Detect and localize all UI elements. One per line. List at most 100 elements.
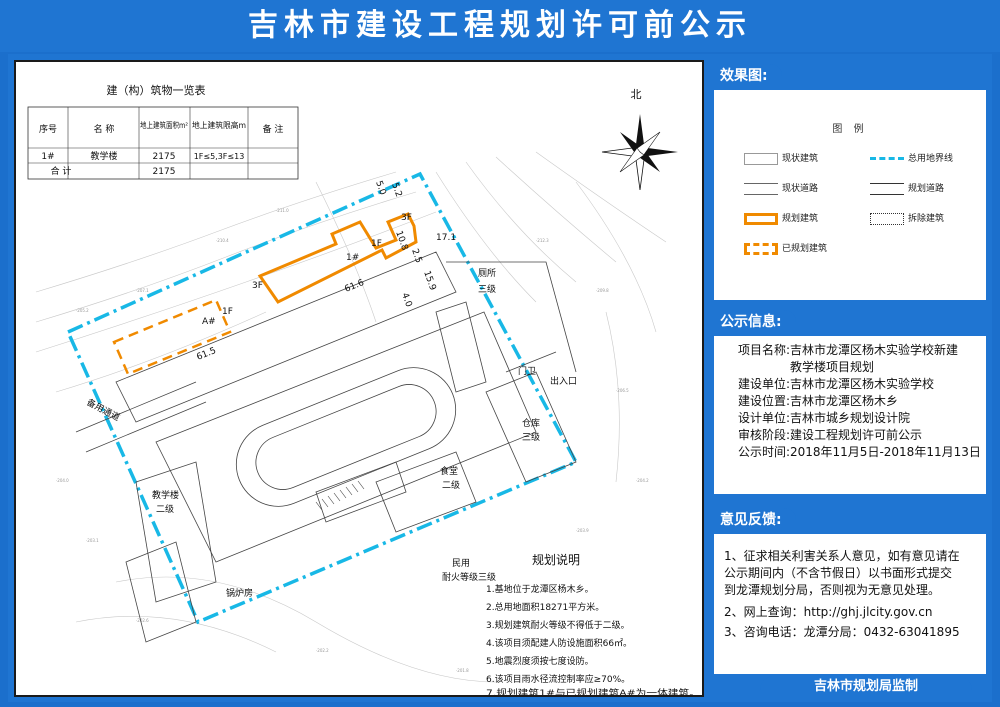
- plan-label-bldg-a: A#: [202, 317, 216, 327]
- plan-label-canteen: 食堂: [440, 465, 458, 477]
- plan-label-civil: 民用: [452, 558, 470, 569]
- legend-title: 图 例: [832, 124, 868, 135]
- approved-building-swatch: [744, 242, 778, 255]
- feedback-panel: 1、征求相关利害关系人意见，如有意见请在 公示期间内（不含节假日）以书面形式提交…: [712, 532, 988, 676]
- plan-label-toilet: 厕所: [478, 268, 496, 279]
- building-table: [27, 106, 299, 180]
- note-6: 6.该项目雨水径流控制率应≥70%。: [486, 673, 630, 685]
- table-header-height: 地上建筑限高m: [192, 120, 246, 130]
- plan-label-warehouse-grade: 三级: [522, 431, 540, 443]
- table-header-area: 地上建筑面积m²: [140, 120, 188, 130]
- table-caption: 建（构）筑物一览表: [107, 83, 206, 97]
- plan-dim-15-9: 15.9: [421, 270, 437, 293]
- svg-text:·202.6: ·202.6: [136, 618, 149, 623]
- info-row-builder: 建设单位:吉林市龙潭区杨木实验学校: [737, 377, 935, 391]
- plan-dim-17-1: 17.1: [436, 233, 456, 243]
- feedback-tab: 意见反馈:: [712, 508, 796, 532]
- north-label: 北: [631, 88, 642, 101]
- planned-building-swatch: [744, 212, 778, 225]
- table-total-label: 合 计: [51, 165, 72, 177]
- plan-label-canteen-grade: 二级: [442, 479, 460, 491]
- info-row-project-cont: 教学楼项目规划: [790, 360, 875, 374]
- table-total-area: 2175: [153, 167, 176, 177]
- svg-text:·203.1: ·203.1: [86, 538, 99, 543]
- svg-text:·204.0: ·204.0: [56, 478, 69, 483]
- planned-building-1: [257, 212, 418, 304]
- legend-existing-building: 现状建筑: [744, 150, 818, 168]
- plan-label-3f-b: 3F: [252, 281, 263, 291]
- svg-text:·204.2: ·204.2: [636, 478, 649, 483]
- plan-label-boiler: 锅炉房: [226, 587, 253, 599]
- plan-dim-5-0: 5.0: [373, 180, 387, 197]
- svg-text:·206.5: ·206.5: [616, 388, 629, 393]
- table-cell-height: 1F≤5,3F≤13: [194, 152, 245, 161]
- svg-text:·203.9: ·203.9: [576, 528, 589, 533]
- legend-planned-road: 规划道路: [870, 180, 944, 198]
- site-roads: [75, 251, 577, 643]
- legend-demolish: 拆除建筑: [870, 210, 944, 228]
- plan-label-1f-a: 1F: [371, 239, 382, 249]
- north-arrow-icon: [601, 114, 678, 191]
- plan-label-civil-grade: 耐火等级三级: [442, 571, 496, 583]
- feedback-line-2: 公示期间内（不含节假日）以书面形式提交: [724, 566, 953, 580]
- note-3: 3.规划建筑耐火等级不得低于二级。: [486, 619, 630, 631]
- effect-panel: 图 例 现状建筑 总用地界线 现状道路 规划道路 规划建筑 拆除建筑 已规划建筑: [712, 88, 988, 302]
- plan-label-guard: 门卫: [518, 365, 536, 377]
- legend-existing-road: 现状道路: [744, 180, 818, 198]
- effect-tab: 效果图:: [712, 64, 782, 88]
- approved-building-a: [112, 298, 232, 376]
- note-2: 2.总用地面积18271平方米。: [486, 601, 604, 613]
- plan-label-teaching-grade: 二级: [156, 503, 174, 515]
- svg-text:·202.2: ·202.2: [316, 648, 329, 653]
- info-row-stage: 审核阶段:建设工程规划许可前公示: [737, 428, 923, 442]
- info-row-designer: 设计单位:吉林市城乡规划设计院: [737, 411, 911, 425]
- info-row-project: 项目名称:吉林市龙潭区杨木实验学校新建: [737, 343, 959, 357]
- contour-lines: [35, 151, 667, 683]
- svg-text:·210.4: ·210.4: [216, 238, 229, 243]
- table-cell-area: 2175: [153, 152, 176, 162]
- existing-building-swatch: [744, 152, 778, 165]
- stair-hatch: [315, 480, 365, 511]
- feedback-line-3: 到龙潭规划分局，否则视为无意见处理。: [724, 583, 941, 597]
- site-boundary-swatch: [870, 157, 904, 160]
- feedback-line-4[interactable]: 2、网上查询：http://ghj.jlcity.gov.cn: [724, 605, 933, 619]
- plan-dim-4-0: 4.0: [399, 292, 413, 309]
- plan-label-bldg-1: 1#: [346, 253, 359, 263]
- note-5: 5.地震烈度须按七度设防。: [486, 655, 594, 667]
- svg-text:·205.2: ·205.2: [76, 308, 89, 313]
- plan-label-teaching: 教学楼: [152, 489, 179, 501]
- note-1: 1.基地位于龙潭区杨木乡。: [486, 583, 594, 595]
- info-panel: 项目名称:吉林市龙潭区杨木实验学校新建 教学楼项目规划 建设单位:吉林市龙潭区杨…: [712, 334, 988, 496]
- table-header-note: 备 注: [263, 123, 284, 135]
- plan-dim-5-2: 5.2: [389, 182, 403, 199]
- plan-dim-2-5: 2.5: [409, 248, 423, 265]
- site-boundary: [65, 171, 579, 625]
- svg-text:·212.3: ·212.3: [536, 238, 549, 243]
- notes-title: 规划说明: [532, 552, 580, 567]
- legend-planned-building: 规划建筑: [744, 210, 818, 228]
- legend-approved-building: 已规划建筑: [744, 240, 827, 258]
- table-cell-no: 1#: [41, 152, 54, 162]
- table-cell-name: 教学楼: [90, 150, 117, 162]
- svg-text:·211.0: ·211.0: [276, 208, 289, 213]
- plan-label-entrance: 出入口: [550, 375, 577, 387]
- table-header-no: 序号: [39, 123, 57, 135]
- demolish-swatch: [870, 212, 904, 225]
- existing-road-swatch: [744, 182, 778, 195]
- site-plan-panel: ·205.2 ·207.1 ·210.4 ·211.0 ·212.3 ·209.8 ·…: [14, 60, 704, 697]
- planned-road-swatch: [870, 182, 904, 195]
- info-row-location: 建设位置:吉林市龙潭区杨木乡: [737, 394, 899, 408]
- plan-label-3f-a: 3F: [401, 213, 412, 223]
- info-tab: 公示信息:: [712, 310, 796, 334]
- table-header-name: 名 称: [94, 123, 115, 135]
- svg-text:·209.8: ·209.8: [596, 288, 609, 293]
- page-title: 吉林市建设工程规划许可前公示: [0, 0, 1000, 52]
- note-4: 4.该项目须配建人防设施面积66㎡。: [486, 637, 632, 649]
- footer-label: 吉林市规划局监制: [760, 676, 972, 698]
- svg-text:·207.1: ·207.1: [136, 288, 149, 293]
- plan-label-warehouse: 仓库: [522, 417, 540, 429]
- feedback-line-5: 3、咨询电话：龙潭分局：0432-63041895: [724, 625, 960, 639]
- legend-site-boundary: 总用地界线: [870, 150, 953, 168]
- site-plan-drawing: ·205.2 ·207.1 ·210.4 ·211.0 ·212.3 ·209.8 ·…: [27, 83, 700, 695]
- spot-heights: ·205.2 ·207.1 ·210.4 ·211.0 ·212.3 ·209.8 ·…: [56, 208, 649, 673]
